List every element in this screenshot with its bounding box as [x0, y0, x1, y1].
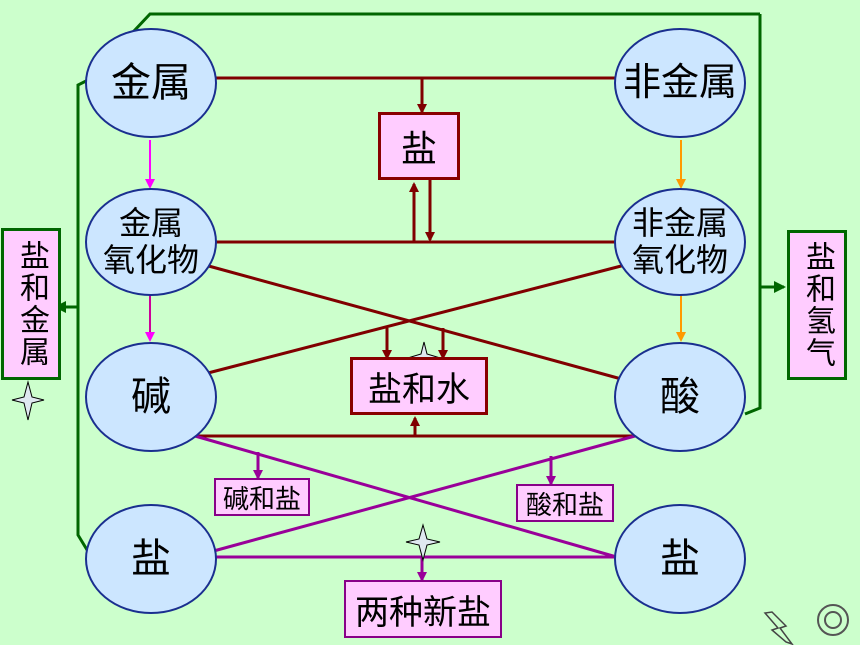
- box-salt-metal: 盐和金属: [1, 228, 61, 380]
- box-salt-hydrogen-label: 盐和氢气: [800, 241, 835, 369]
- node-salt-left: 盐: [85, 504, 217, 614]
- box-salt-water: 盐和水: [350, 357, 488, 415]
- line-acid-saltleft: [209, 434, 636, 554]
- box-base-salt-label: 碱和盐: [222, 484, 301, 515]
- box-salt-water-label: 盐和水: [368, 369, 470, 410]
- circle-nav-icon: [817, 604, 849, 636]
- box-two-salts: 两种新盐: [344, 580, 502, 638]
- box-two-salts-label: 两种新盐: [355, 592, 491, 633]
- node-salt-left-label: 盐: [131, 536, 171, 582]
- box-salt-top-label: 盐: [400, 129, 437, 170]
- line-metaloxide-acid: [204, 263, 626, 382]
- box-salt-top: 盐: [378, 112, 460, 180]
- node-nonmetal-oxide-label: 非金属 氧化物: [631, 204, 728, 279]
- node-salt-right-label: 盐: [660, 536, 700, 582]
- node-acid: 酸: [614, 342, 746, 452]
- box-salt-metal-label: 盐和金属: [14, 240, 49, 368]
- dark-red-lines: [195, 76, 635, 438]
- node-base-label: 碱: [131, 374, 171, 420]
- node-nonmetal: 非金属: [614, 28, 746, 138]
- green-line-right: [744, 14, 762, 416]
- lightning-icon: [763, 611, 794, 645]
- node-nonmetal-label: 非金属: [622, 60, 737, 105]
- box-acid-salt-label: 酸和盐: [525, 490, 604, 521]
- node-salt-right: 盐: [614, 504, 746, 614]
- node-base: 碱: [85, 342, 217, 452]
- node-metal-oxide-label: 金属 氧化物: [102, 204, 199, 279]
- sparkle-icon: [405, 523, 441, 562]
- box-base-salt: 碱和盐: [214, 478, 310, 516]
- node-metal-oxide: 金属 氧化物: [85, 188, 217, 296]
- node-acid-label: 酸: [660, 374, 700, 420]
- node-metal: 金属: [85, 28, 217, 138]
- node-nonmetal-oxide: 非金属 氧化物: [614, 188, 746, 296]
- sparkle-icon: [11, 380, 45, 421]
- node-metal-label: 金属: [111, 60, 191, 106]
- line-nonmetaloxide-base: [207, 263, 626, 375]
- purple-lines: [194, 434, 636, 582]
- green-line-left: [76, 78, 94, 559]
- box-acid-salt: 酸和盐: [516, 484, 614, 522]
- box-salt-hydrogen: 盐和氢气: [787, 230, 847, 380]
